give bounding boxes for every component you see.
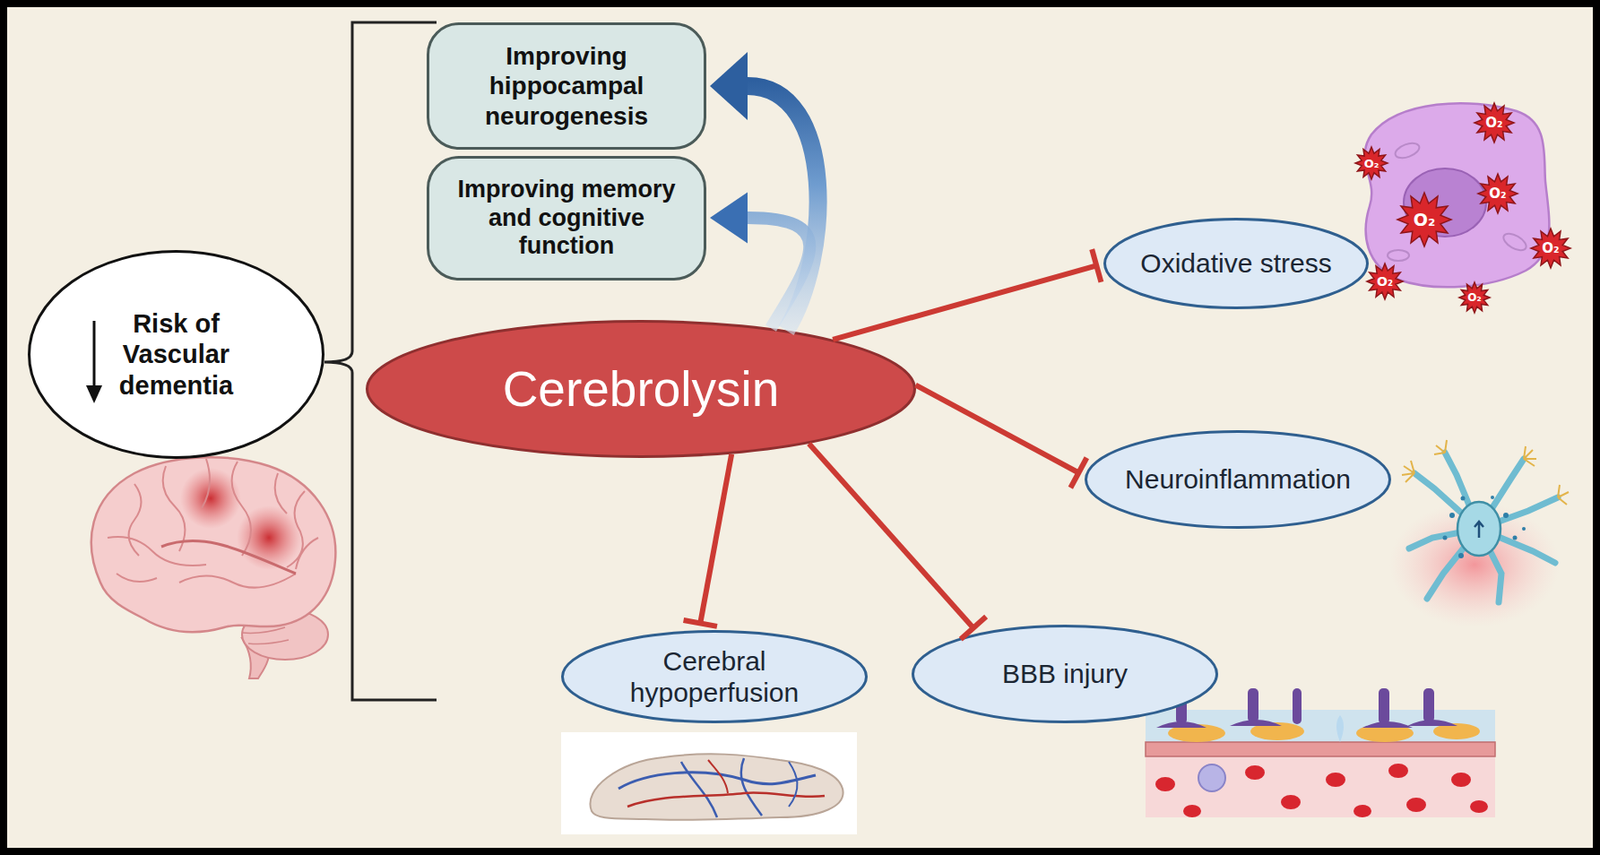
node-text: Improving memory and cognitive function: [455, 175, 678, 262]
oxidative-cell-illustration: [1355, 103, 1571, 313]
oxygen-label: O₂: [1364, 156, 1380, 171]
oxygen-star: [1478, 173, 1518, 214]
inhibition-line: [808, 443, 986, 640]
inhibition-line: [683, 454, 733, 627]
oxygen-star: [1459, 282, 1490, 313]
oxygen-star: [1355, 147, 1388, 180]
bbb-illustration: [1145, 688, 1496, 818]
decrease-arrow: [86, 320, 103, 404]
node-text: Neuroinflammation: [1124, 463, 1351, 495]
arrow-body: [747, 86, 819, 331]
ellipse-shape: [29, 251, 324, 459]
text-wrap: Risk of Vascular dementia: [109, 308, 244, 401]
text-wrap: BBB injury: [1002, 657, 1128, 690]
ellipse-shape: [1105, 219, 1368, 309]
oxygen-star: [1397, 192, 1452, 247]
pathology-ellipse: Oxidative stress: [1103, 217, 1369, 310]
text-wrap: Oxidative stress: [1140, 247, 1332, 279]
hypoperfusion-illustration: [561, 732, 857, 835]
inhibition-bar: [1091, 249, 1101, 283]
microglia-illustration: [1389, 440, 1569, 628]
outcome-box: Improving memory and cognitive function: [426, 155, 707, 281]
oxygen-label: O₂: [1467, 291, 1481, 304]
node-text: Cerebral hypoperfusion: [606, 645, 822, 710]
frame-border: [3, 3, 1597, 852]
ellipse-outline: [561, 630, 868, 724]
arrow-body: [747, 217, 810, 329]
oxygen-stars: [1355, 103, 1571, 313]
text-wrap: Improving hippocampal neurogenesis: [454, 41, 679, 130]
oxygen-label: O₂: [1413, 209, 1436, 230]
node-text: Oxidative stress: [1140, 247, 1332, 279]
text-wrap: Cerebrolysin: [502, 360, 780, 419]
oxygen-label: O₂: [1485, 114, 1503, 131]
brain-illustration: [91, 457, 337, 679]
node-text: Improving hippocampal neurogenesis: [454, 41, 679, 130]
ellipse-shape: [367, 321, 916, 458]
inhibition-stem: [700, 454, 732, 624]
oxygen-label: O₂: [1376, 274, 1393, 289]
oxygen-star: [1366, 263, 1403, 300]
inhibition-stem: [808, 443, 973, 629]
text-wrap: Improving memory and cognitive function: [455, 175, 678, 262]
oxygen-star: [1530, 228, 1571, 269]
inhibition-line: [915, 385, 1087, 489]
pathology-ellipse: Neuroinflammation: [1084, 430, 1392, 529]
inhibition-bar: [960, 616, 986, 640]
inhibition-stem: [832, 265, 1097, 339]
oxygen-label: O₂: [1541, 240, 1559, 257]
outcome-box: Improving hippocampal neurogenesis: [426, 22, 707, 150]
text-wrap: Neuroinflammation: [1124, 463, 1351, 495]
oxygen-star: [1474, 103, 1514, 143]
pathology-ellipse: BBB injury: [911, 624, 1219, 724]
arrow-head: [709, 51, 748, 121]
inhibition-line: [832, 249, 1101, 340]
node-text: BBB injury: [1002, 657, 1128, 690]
ellipse-shape: [913, 626, 1218, 723]
inhibition-bar: [1070, 458, 1087, 488]
drug-ellipse: Cerebrolysin: [365, 320, 917, 459]
inhibition-bar: [683, 620, 718, 627]
ellipse-shape: [1086, 432, 1391, 528]
inhibition-stem: [915, 385, 1079, 474]
node-text: Cerebrolysin: [502, 360, 780, 419]
text-wrap: Cerebral hypoperfusion: [606, 645, 822, 710]
risk-ellipse: Risk of Vascular dementia: [27, 250, 325, 459]
oxygen-label: O₂: [1488, 185, 1506, 202]
arrow-head: [709, 192, 748, 244]
curved-arrow: [709, 192, 810, 329]
curved-arrow: [709, 51, 819, 331]
node-text: Risk of Vascular dementia: [109, 308, 244, 401]
pathology-ellipse: Cerebral hypoperfusion: [561, 630, 868, 724]
ellipse-shape: [562, 631, 867, 723]
